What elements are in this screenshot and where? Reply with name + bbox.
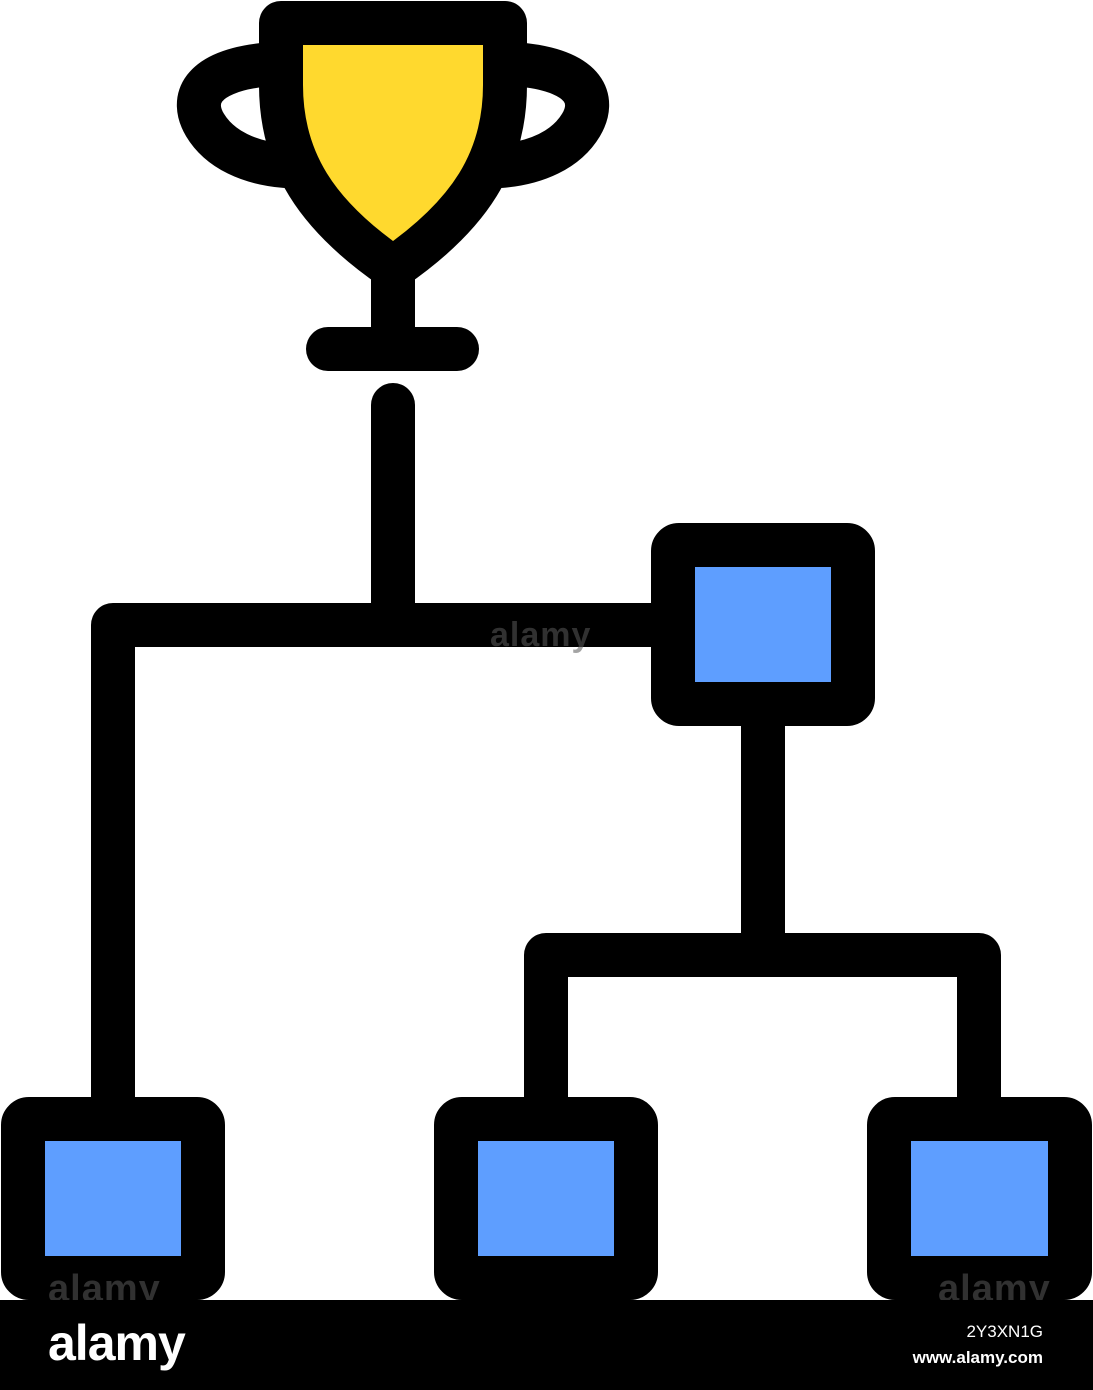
footer-bar: alamy 2Y3XN1G www.alamy.com [0,1300,1093,1390]
alamy-logo: alamy [48,1315,186,1371]
watermark-center: alamy [490,616,592,654]
trophy-cup [259,1,527,290]
bracket-nodes [1,523,1092,1300]
bracket-node-semifinal [651,523,875,726]
trophy-left-handle [176,43,307,188]
top-bracket-line [91,603,682,1127]
bracket-node-middle [434,1097,658,1300]
bottom-bracket-line [524,933,1001,1127]
site-url: www.alamy.com [912,1348,1043,1367]
bracket-node-right [867,1097,1092,1300]
trophy-icon [176,1,610,371]
bracket-node-left [1,1097,225,1300]
image-id: 2Y3XN1G [966,1322,1043,1341]
trophy-right-handle [479,43,610,188]
bracket-lines [91,383,1001,1127]
tournament-bracket-icon [1,1,1092,1300]
